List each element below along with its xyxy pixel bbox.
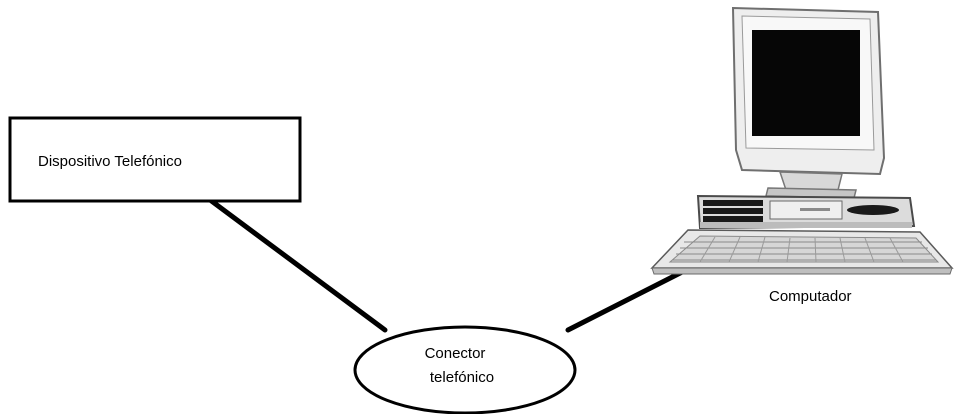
phone-connector-label-line-1: Conector [425,345,486,362]
phone-device-node: Dispositivo Telefónico [8,116,302,203]
computer-node: Computador [650,6,954,305]
monitor-screen [752,30,860,136]
phone-connector-label-line-2: telefónico [430,369,494,386]
phone-connector-node: Conector telefónico [353,325,577,414]
phone-device-box [8,116,302,203]
edge-connector-to-computer [565,265,693,333]
phone-connector-ellipse [353,325,577,414]
edge-device-to-connector [187,182,388,333]
computer-icon [650,6,954,275]
phone-device-label: Dispositivo Telefónico [38,153,182,170]
computer-label: Computador [769,288,852,305]
